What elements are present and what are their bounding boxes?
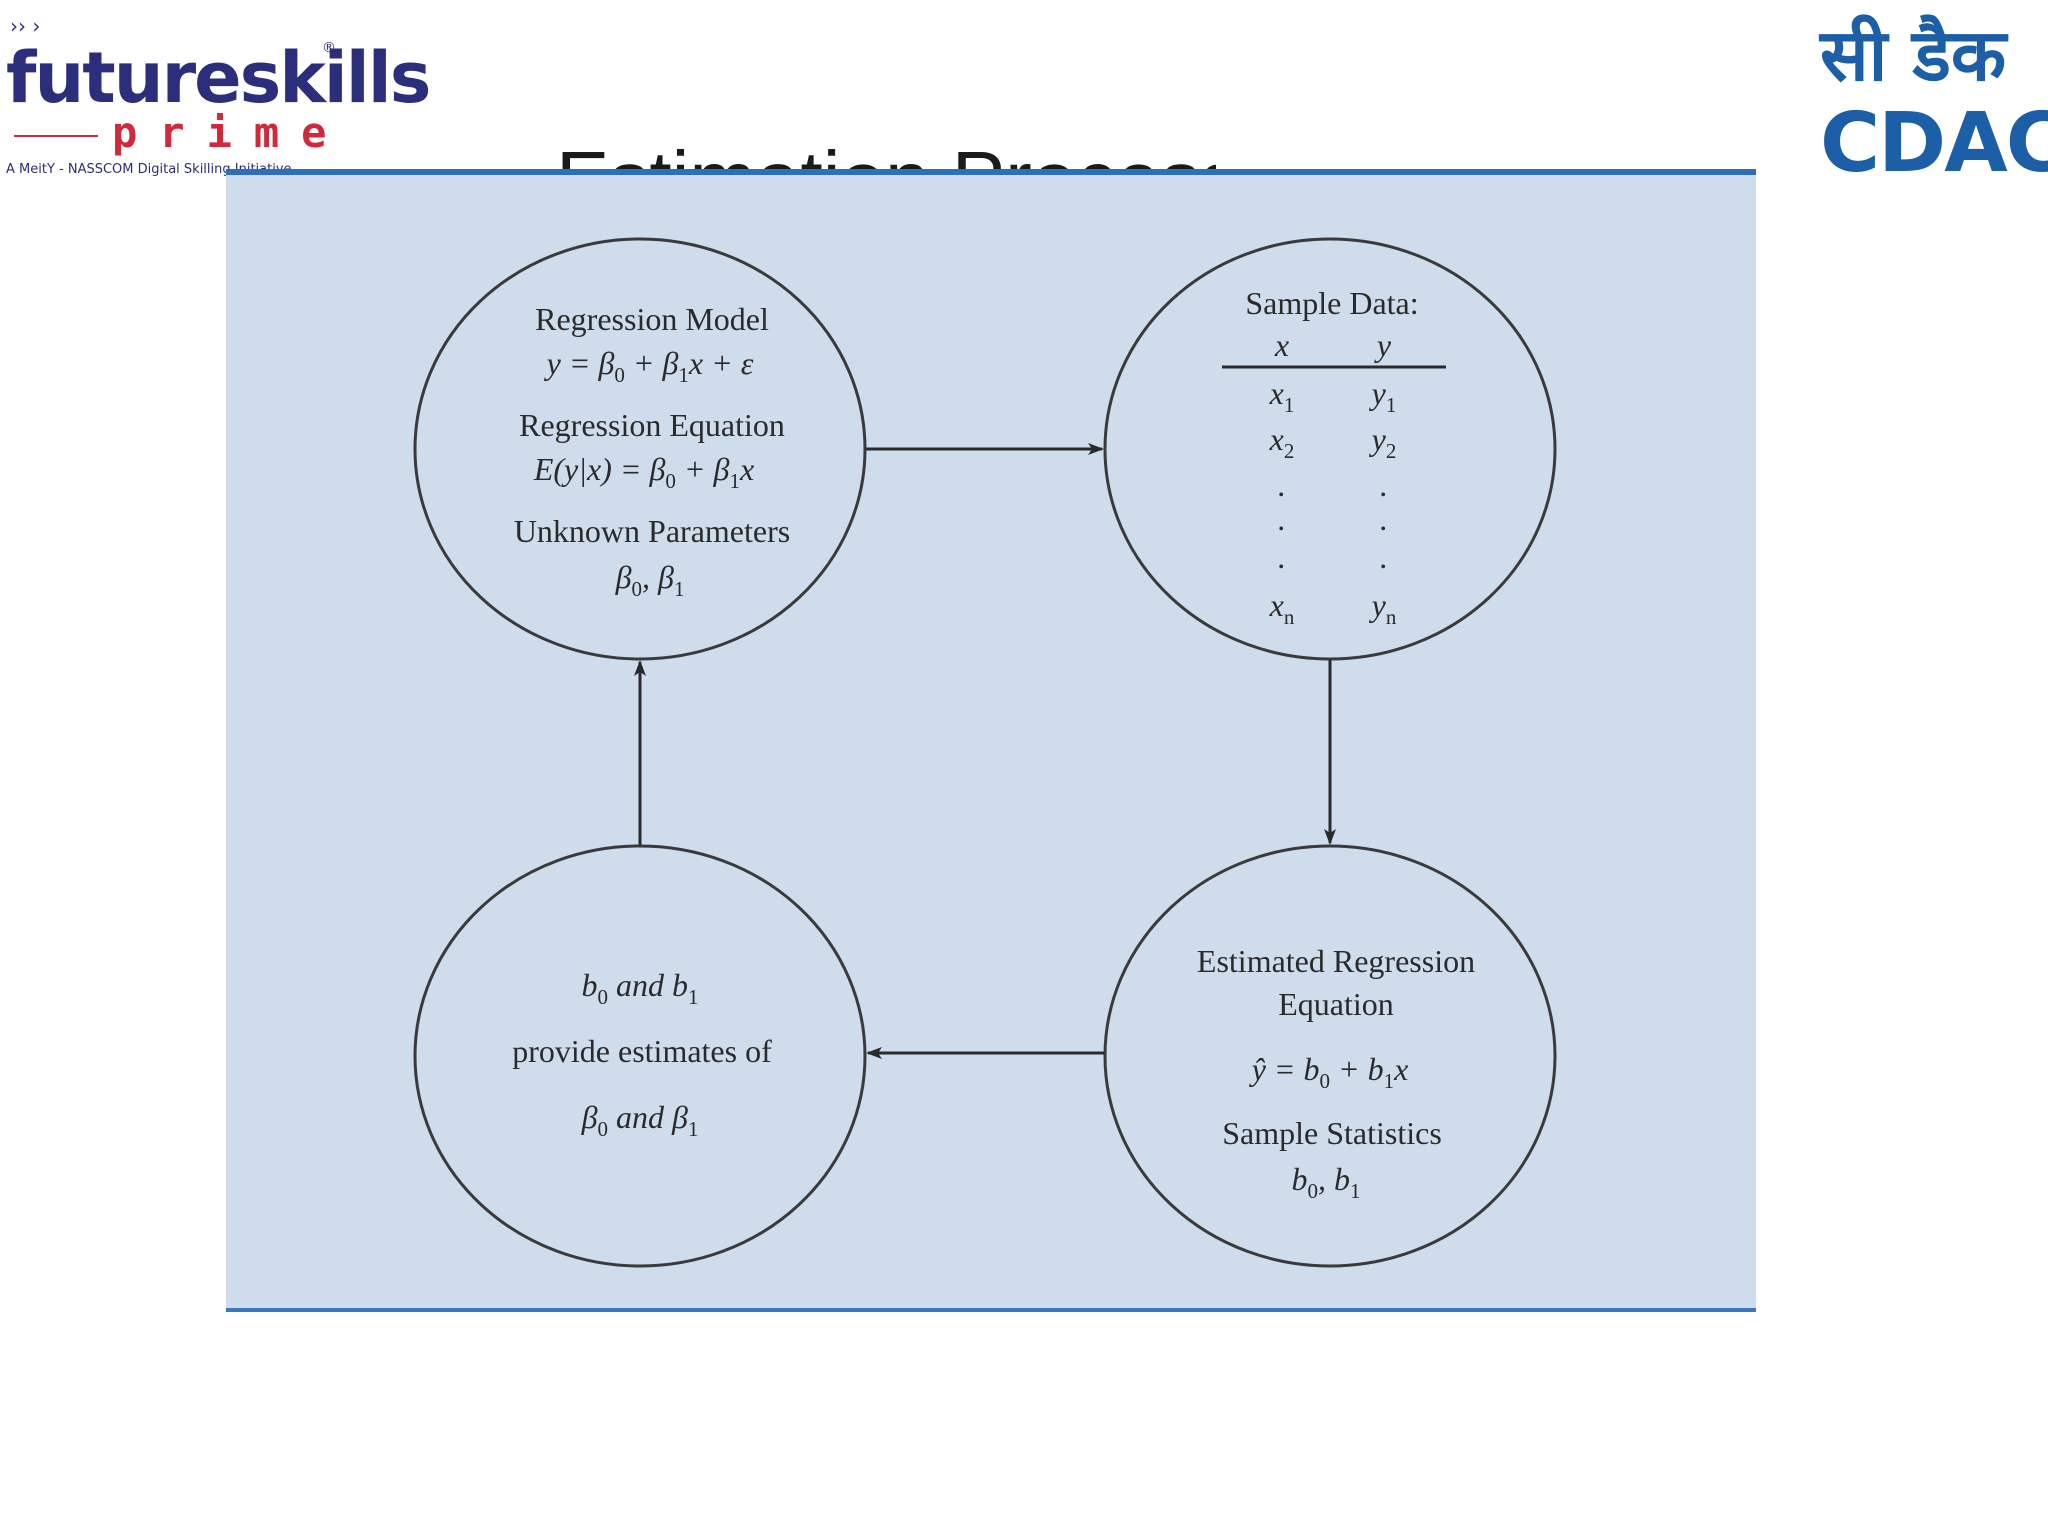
logo-brand-text: futureskills xyxy=(6,37,431,119)
unknown-parameters-title: Unknown Parameters xyxy=(514,513,790,549)
sample-cell-y-value: y xyxy=(1369,421,1387,457)
sample-cell-x: x2 xyxy=(1269,421,1295,463)
sample-cell-y-value: y xyxy=(1369,375,1387,411)
estimated-equation-title-line1: Estimated Regression xyxy=(1197,943,1475,979)
logo-rule xyxy=(14,135,98,137)
cdac-latin-text: CDAC xyxy=(1820,96,2048,191)
model-eq-lhs: y = β xyxy=(544,345,615,381)
est-eq-sub1: 1 xyxy=(1384,1069,1395,1093)
estimated-equation-circle xyxy=(1103,844,1557,1268)
estimates-line2: provide estimates of xyxy=(512,1033,772,1069)
estimates-line1-sub0: 0 xyxy=(598,985,609,1009)
regression-model-title: Regression Model xyxy=(535,301,769,337)
stats-a: b xyxy=(1292,1161,1308,1197)
model-eq-rest: x + ε xyxy=(688,345,754,381)
sample-cell-x-value: x xyxy=(1269,587,1284,623)
sample-cell-y: . xyxy=(1380,467,1388,503)
sample-cell-y: yn xyxy=(1369,587,1397,629)
sample-cell-y: y1 xyxy=(1369,375,1397,417)
regression-expectation-equation: E(y|x) = β0 + β1x xyxy=(533,451,754,493)
registered-mark: ® xyxy=(322,40,336,56)
model-eq-sub0: 0 xyxy=(614,363,625,387)
sample-cell-y-value: . xyxy=(1380,467,1388,503)
sample-cell-x: xn xyxy=(1269,587,1295,629)
expect-eq-sub0: 0 xyxy=(665,469,676,493)
estimates-line3-mid: and β xyxy=(608,1099,688,1135)
sample-data-title: Sample Data: xyxy=(1245,285,1418,321)
estimates-line1-a: b xyxy=(582,967,598,1003)
est-eq-rest: x xyxy=(1393,1051,1408,1087)
estimated-equation-title-line2: Equation xyxy=(1278,986,1394,1022)
sample-cell-y: . xyxy=(1380,501,1388,537)
sample-cell-y: . xyxy=(1380,539,1388,575)
cdac-logo: सी डैक CDAC xyxy=(1816,10,2048,186)
estimates-line3-sub1: 1 xyxy=(688,1117,699,1141)
sample-col-y: y xyxy=(1374,327,1392,363)
sample-cell-y-subscript: 1 xyxy=(1386,393,1397,417)
sample-cell-x-subscript: n xyxy=(1284,605,1295,629)
stats-sub1: 1 xyxy=(1350,1179,1361,1203)
sample-cell-x: . xyxy=(1278,467,1286,503)
params-sub0: 0 xyxy=(632,577,643,601)
sample-cell-x: . xyxy=(1278,501,1286,537)
regression-model-equation: y = β0 + β1x + ε xyxy=(544,345,754,387)
logo-sub-text: prime xyxy=(112,108,349,157)
sample-cell-x: x1 xyxy=(1269,375,1295,417)
sample-cell-x-subscript: 1 xyxy=(1284,393,1295,417)
est-eq-mid: + b xyxy=(1330,1051,1384,1087)
estimates-line3-a: β xyxy=(581,1099,598,1135)
model-eq-mid: + β xyxy=(625,345,679,381)
regression-equation-title: Regression Equation xyxy=(519,407,785,443)
estimates-line3: β0 and β1 xyxy=(581,1099,699,1141)
sample-cell-y-value: y xyxy=(1369,587,1387,623)
expect-eq-sub1: 1 xyxy=(729,469,740,493)
sample-cell-x-value: x xyxy=(1269,421,1284,457)
sample-cell-y-subscript: n xyxy=(1386,605,1397,629)
expect-eq-mid: + β xyxy=(676,451,730,487)
stats-comma: , b xyxy=(1318,1161,1350,1197)
futureskills-prime-logo: ›› › futureskills ® prime A MeitY - NASS… xyxy=(4,14,431,177)
sample-statistics-title: Sample Statistics xyxy=(1222,1115,1442,1151)
est-eq-lhs: ŷ = b xyxy=(1249,1051,1320,1087)
estimated-regression-equation: ŷ = b0 + b1x xyxy=(1249,1051,1409,1093)
sample-cell-x-subscript: 2 xyxy=(1284,439,1295,463)
expect-eq-lhs: E(y|x) = β xyxy=(533,451,666,487)
unknown-parameters-symbols: β0, β1 xyxy=(615,559,685,601)
sample-cell-y: y2 xyxy=(1369,421,1397,463)
estimates-line1-sub1: 1 xyxy=(688,985,699,1009)
model-eq-sub1: 1 xyxy=(678,363,689,387)
sample-data-circle xyxy=(1103,237,1557,661)
logo-tagline: A MeitY - NASSCOM Digital Skilling Initi… xyxy=(6,162,292,177)
expect-eq-rest: x xyxy=(739,451,754,487)
estimates-line1: b0 and b1 xyxy=(582,967,699,1009)
regression-model-circle xyxy=(413,237,867,661)
diagram-panel xyxy=(226,169,1756,1312)
sample-cell-x-value: x xyxy=(1269,375,1284,411)
stats-sub0: 0 xyxy=(1308,1179,1319,1203)
cdac-hindi-text: सी डैक xyxy=(1820,13,2007,97)
params-a: β xyxy=(615,559,632,595)
sample-cell-x-value: . xyxy=(1278,467,1286,503)
spark-icon: ›› › xyxy=(10,14,41,38)
estimates-line1-mid: and b xyxy=(608,967,688,1003)
estimates-line3-sub0: 0 xyxy=(598,1117,609,1141)
sample-cell-x-value: . xyxy=(1278,539,1286,575)
sample-statistics-symbols: b0, b1 xyxy=(1292,1161,1361,1203)
sample-cell-x: . xyxy=(1278,539,1286,575)
sample-col-x: x xyxy=(1274,327,1289,363)
sample-cell-y-subscript: 2 xyxy=(1386,439,1397,463)
est-eq-sub0: 0 xyxy=(1320,1069,1331,1093)
params-comma: , β xyxy=(642,559,674,595)
params-sub1: 1 xyxy=(674,577,685,601)
sample-cell-y-value: . xyxy=(1380,501,1388,537)
sample-cell-y-value: . xyxy=(1380,539,1388,575)
sample-cell-x-value: . xyxy=(1278,501,1286,537)
estimates-circle xyxy=(413,844,867,1268)
